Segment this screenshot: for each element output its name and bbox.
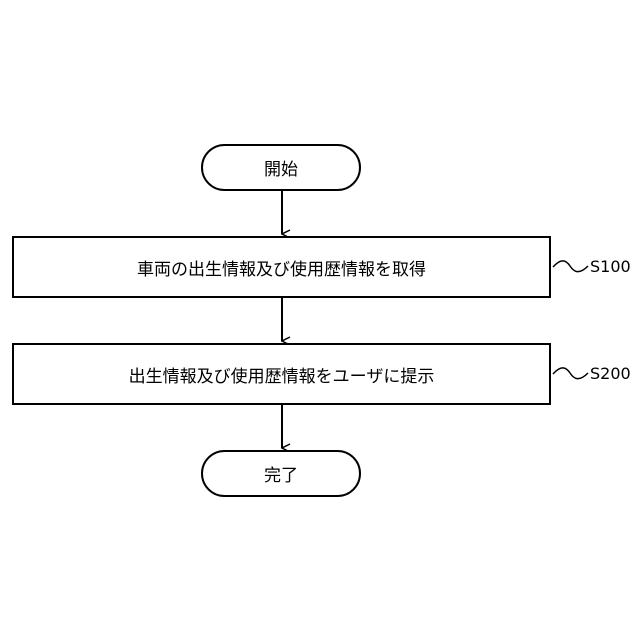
end-terminal: 完了 bbox=[201, 450, 361, 497]
process-text-s200: 出生情報及び使用歴情報をユーザに提示 bbox=[129, 362, 435, 387]
leader-s200 bbox=[553, 368, 588, 379]
step-label-s200: S200 bbox=[590, 364, 631, 383]
end-label: 完了 bbox=[264, 461, 298, 486]
step-label-s100: S100 bbox=[590, 257, 631, 276]
start-terminal: 開始 bbox=[201, 144, 361, 191]
process-box-s100: 車両の出生情報及び使用歴情報を取得 bbox=[12, 236, 551, 298]
leader-s100 bbox=[553, 261, 588, 272]
process-box-s200: 出生情報及び使用歴情報をユーザに提示 bbox=[12, 343, 551, 405]
start-label: 開始 bbox=[264, 155, 298, 180]
process-text-s100: 車両の出生情報及び使用歴情報を取得 bbox=[137, 255, 426, 280]
